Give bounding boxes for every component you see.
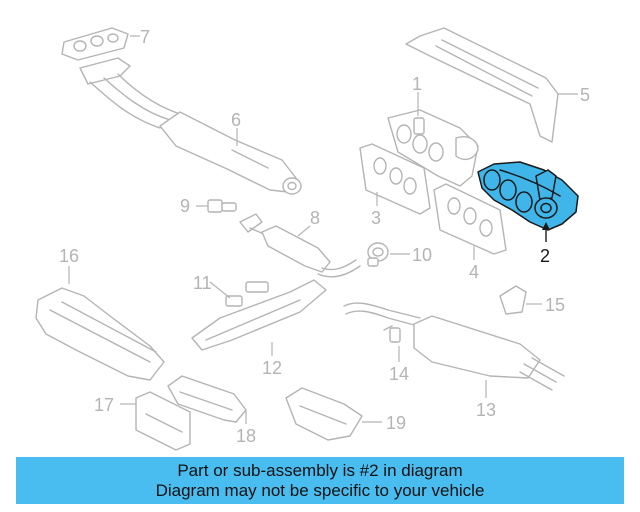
- callout-17: 17: [94, 395, 114, 415]
- info-banner: Part or sub-assembly is #2 in diagram Di…: [16, 457, 624, 504]
- callout-19: 19: [386, 413, 406, 433]
- part-15-hanger: [499, 285, 527, 315]
- callout-18: 18: [236, 426, 256, 446]
- callout-5: 5: [580, 85, 590, 105]
- callout-11: 11: [193, 273, 212, 293]
- banner-line-part-number: Part or sub-assembly is #2 in diagram: [177, 460, 463, 480]
- part-19-heat-shield: [285, 387, 363, 441]
- part-4-gasket: [433, 183, 507, 255]
- callout-labels: 7 6 1 5 3 4 2 9 8 10 11 12 16 15 14 13 1…: [59, 27, 590, 446]
- callout-8: 8: [310, 208, 320, 228]
- part-7-gasket: [61, 27, 129, 61]
- banner-line-disclaimer: Diagram may not be specific to your vehi…: [155, 480, 485, 500]
- part-9-bolt: [207, 199, 237, 213]
- callout-15: 15: [545, 295, 565, 315]
- part-3-gasket: [359, 143, 431, 215]
- callout-1: 1: [412, 74, 422, 94]
- callout-3: 3: [371, 208, 381, 228]
- callout-10: 10: [412, 245, 432, 265]
- part-13-muffler: [343, 302, 565, 391]
- part-1-exhaust-manifold: [387, 109, 479, 187]
- part-17-heat-shield: [135, 391, 191, 451]
- callout-2: 2: [540, 246, 550, 266]
- part-18-heat-shield: [167, 375, 247, 423]
- part-16-heat-shield: [35, 287, 165, 381]
- part-11-bracket: [225, 281, 269, 307]
- part-5-heat-shield: [405, 27, 559, 143]
- part-8-middle-pipe: [239, 213, 361, 278]
- part-6-front-pipe: [79, 57, 302, 195]
- callout-7: 7: [140, 27, 150, 47]
- part-14-clip: [383, 325, 401, 343]
- callout-14: 14: [389, 364, 409, 384]
- part-2-exhaust-manifold-highlighted: [477, 161, 579, 231]
- callout-6: 6: [231, 110, 241, 130]
- exhaust-parts-diagram: 7 6 1 5 3 4 2 9 8 10 11 12 16 15 14 13 1…: [35, 27, 590, 451]
- callout-13: 13: [476, 400, 496, 420]
- callout-leaders: [68, 35, 578, 424]
- callout-16: 16: [59, 246, 79, 266]
- part-12-heat-shield: [191, 279, 327, 351]
- callout-4: 4: [469, 262, 479, 282]
- callout-12: 12: [262, 358, 282, 378]
- callout-9: 9: [180, 196, 190, 216]
- part-10-clamp: [367, 242, 389, 267]
